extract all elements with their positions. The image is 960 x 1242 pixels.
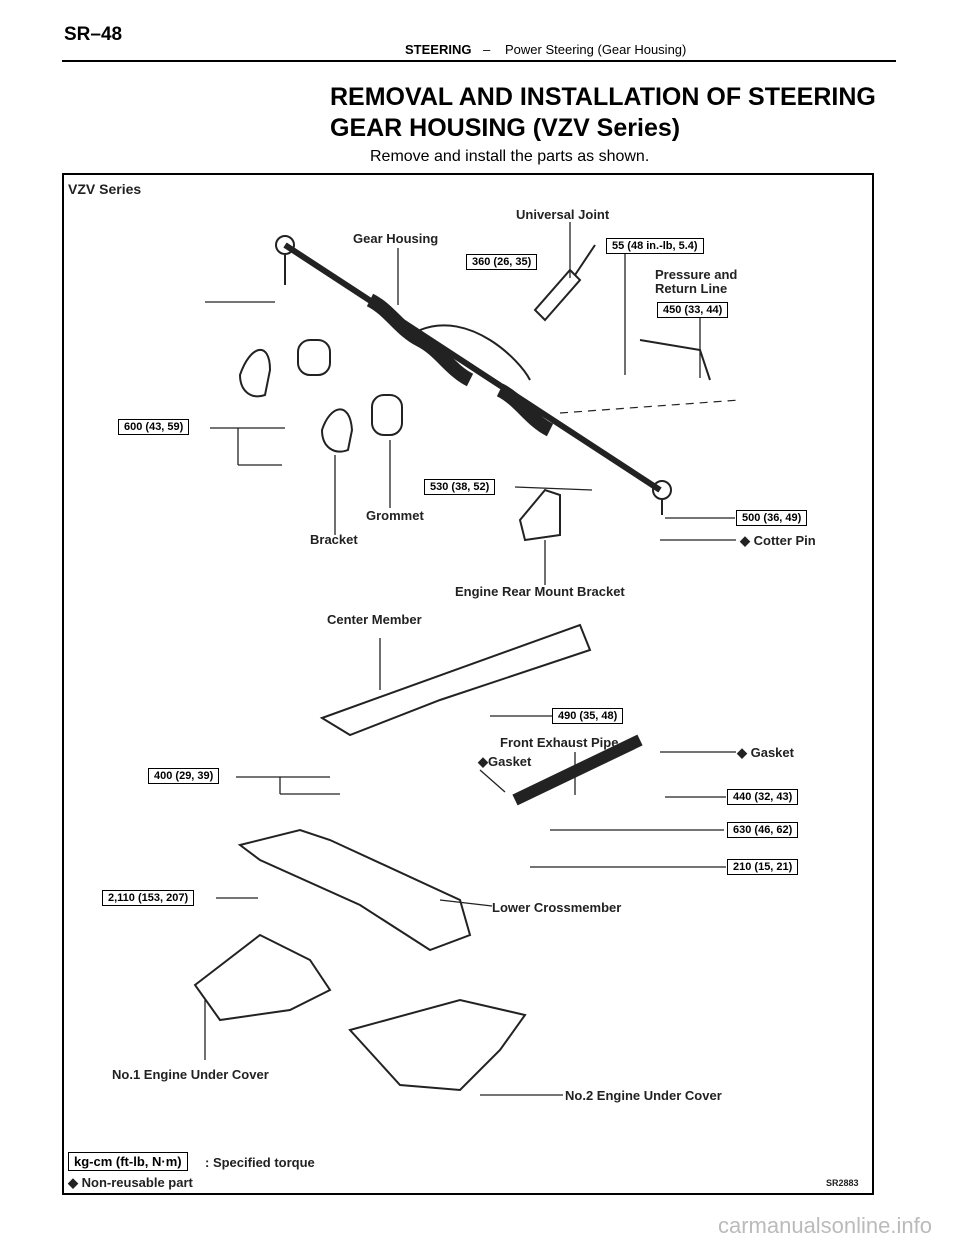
torque-2110: 2,110 (153, 207) [102,890,195,906]
legend-torque-box: kg-cm (ft-lb, N·m) [68,1152,188,1171]
series-label: VZV Series [68,181,142,197]
cotter-pin-label: ◆ Cotter Pin [740,533,816,548]
engine-rear-mount-label: Engine Rear Mount Bracket [455,584,625,599]
torque-450: 450 (33, 44) [657,302,729,318]
torque-490: 490 (35, 48) [552,708,624,724]
grommet-label: Grommet [366,508,424,523]
diagram-frame [62,173,874,1195]
tie-rod-end-right [652,480,672,500]
tie-rod-end-left [275,235,295,255]
torque-600: 600 (43, 59) [118,419,190,435]
torque-400: 400 (29, 39) [148,768,220,784]
under-cover-2 [348,998,527,1092]
torque-630: 630 (46, 62) [727,822,799,838]
torque-360: 360 (26, 35) [466,254,538,270]
section-title: STEERING [405,42,472,57]
torque-210: 210 (15, 21) [727,859,799,875]
engine-rear-mount [518,488,561,542]
footer-url: carmanualsonline.info [717,1213,932,1238]
universal-joint-part [533,268,582,322]
front-exhaust-label: Front Exhaust Pipe [500,735,619,750]
figure-id: SR2883 [826,1178,859,1188]
bracket-label: Bracket [310,532,358,547]
grommet-right [371,394,403,436]
page-title: REMOVAL AND INSTALLATION OF STEERING GEA… [330,83,876,142]
front-exhaust-pipe [512,734,643,806]
gasket-left-label: ◆Gasket [478,754,532,769]
under-cover-2-label: No.2 Engine Under Cover [565,1088,722,1103]
center-member-label: Center Member [327,612,422,627]
rack-boot-right [496,383,554,437]
torque-500: 500 (36, 49) [736,510,808,526]
pressure-line-1 [419,324,531,381]
lower-crossmember-part [237,828,472,952]
pressure-return-label: Pressure and Return Line [655,267,738,296]
gear-housing-label: Gear Housing [353,231,439,246]
torque-530: 530 (38, 52) [424,479,496,495]
bracket-left [238,349,272,398]
subsection-title: Power Steering (Gear Housing) [505,42,687,57]
legend-nonreusable: ◆ Non-reusable part [68,1175,193,1190]
page-number: SR–48 [64,24,123,45]
grommet-left [297,339,331,376]
steering-rack-shaft [283,242,662,493]
under-cover-1-label: No.1 Engine Under Cover [112,1067,269,1082]
gasket-right-label: ◆ Gasket [737,745,794,760]
rack-boot-left [366,293,474,387]
section-separator: – [483,42,491,57]
torque-440: 440 (32, 43) [727,789,799,805]
center-member-part [319,623,592,737]
bracket-right [320,408,354,453]
page-subtitle: Remove and install the parts as shown. [370,148,650,165]
legend-torque-text: : Specified torque [205,1155,315,1170]
under-cover-1 [193,933,332,1022]
lower-crossmember-label: Lower Crossmember [492,900,622,915]
torque-55: 55 (48 in.-lb, 5.4) [606,238,704,254]
universal-joint-label: Universal Joint [516,207,610,222]
header-rule [62,60,896,62]
